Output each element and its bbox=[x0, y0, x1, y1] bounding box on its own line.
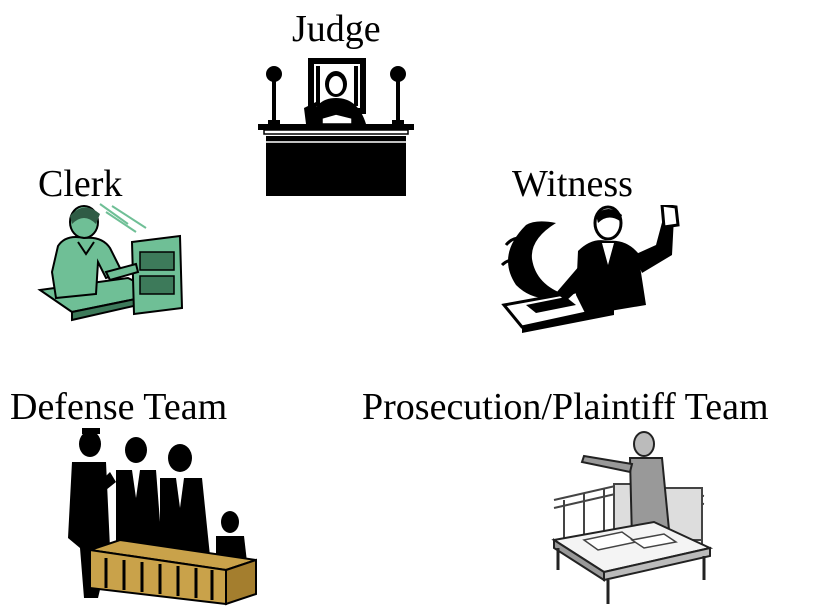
judge-label: Judge bbox=[292, 8, 381, 50]
prosecution-team-label: Prosecution/Plaintiff Team bbox=[362, 386, 769, 428]
witness-taking-oath-icon bbox=[500, 205, 680, 333]
judge-at-bench-icon bbox=[258, 58, 414, 196]
prosecutor-at-table-icon bbox=[551, 431, 714, 604]
witness-label: Witness bbox=[512, 163, 633, 205]
clerk-label: Clerk bbox=[38, 163, 123, 205]
defense-team-label: Defense Team bbox=[10, 386, 228, 428]
clerk-at-filing-cabinet-icon bbox=[37, 203, 184, 322]
defense-team-icon bbox=[68, 428, 257, 606]
